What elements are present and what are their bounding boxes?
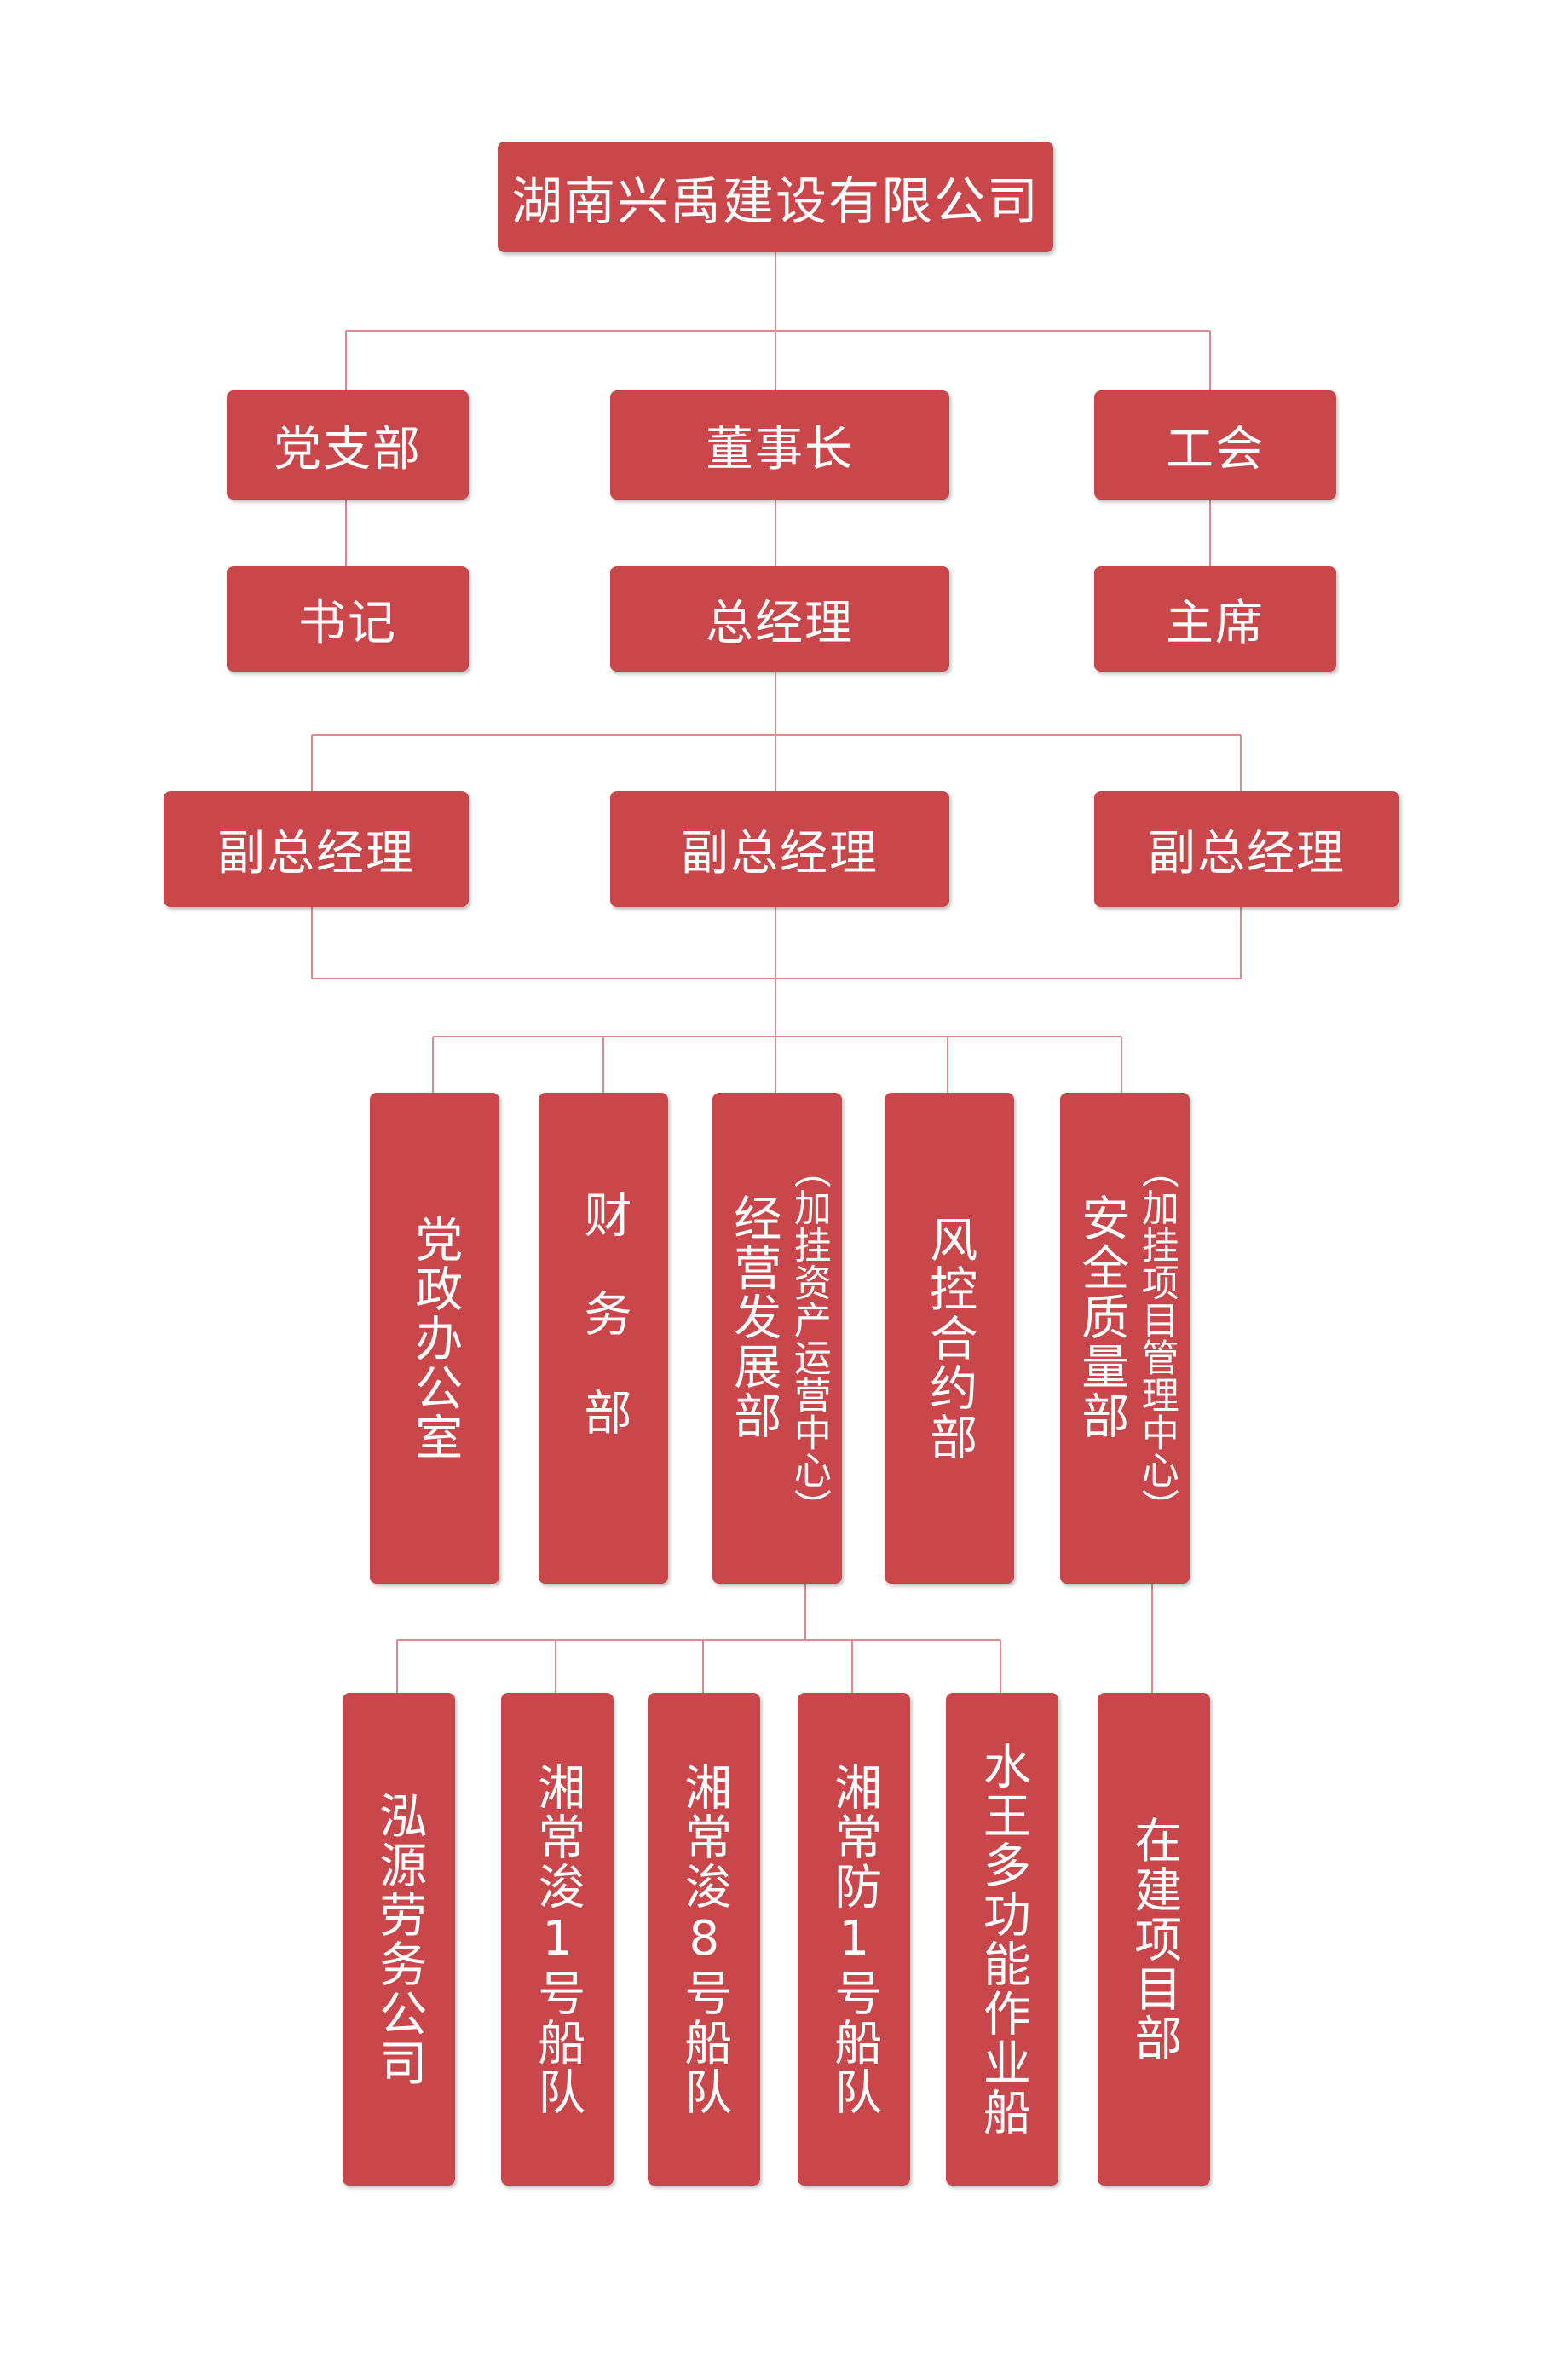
dept-party-office-node: 党政办公室 <box>370 1093 499 1584</box>
sub-multi-node: 水王多功能作业船 <box>946 1693 1058 2186</box>
dept-safety-node: （加挂项目管理中心） 安全质量部 <box>1060 1093 1190 1584</box>
dept-business-node: （加挂资产运营中心） 经营发展部 <box>712 1093 842 1584</box>
union-chair-node: 主席 <box>1094 566 1336 672</box>
company-node: 湖南兴禹建设有限公司 <box>498 142 1053 252</box>
sub-labor-node: 泓源劳务公司 <box>343 1693 455 2186</box>
dept-business-note: （加挂资产运营中心） <box>787 1151 831 1526</box>
sub-multi-label: 水王多功能作业船 <box>975 1741 1031 2137</box>
sub-projects-label: 在建项目部 <box>1126 1816 1182 2063</box>
dept-business-label: 经营发展部 <box>725 1193 781 1441</box>
deputy-gm-left-node: 副总经理 <box>164 791 469 907</box>
general-manager-node: 总经理 <box>610 566 949 672</box>
secretary-node: 书记 <box>227 566 469 672</box>
sub-dredger8-label: 湘常浚8号船队 <box>676 1762 732 2117</box>
sub-projects-node: 在建项目部 <box>1098 1693 1210 2186</box>
dept-party-office-label: 党政办公室 <box>406 1215 463 1462</box>
union-node: 工会 <box>1094 390 1336 500</box>
sub-dredger1-label: 湘常浚1号船队 <box>529 1762 585 2117</box>
sub-dredger1-node: 湘常浚1号船队 <box>501 1693 614 2186</box>
sub-defense1-label: 湘常防1号船队 <box>826 1762 882 2117</box>
party-branch-node: 党支部 <box>227 390 469 500</box>
dept-safety-note: （加挂项目管理中心） <box>1134 1151 1179 1526</box>
deputy-gm-center-node: 副总经理 <box>610 791 949 907</box>
sub-dredger8-node: 湘常浚8号船队 <box>648 1693 760 2186</box>
dept-risk-node: 风控合约部 <box>885 1093 1014 1584</box>
dept-finance-node: 财务部 <box>539 1093 668 1584</box>
dept-safety-label: 安全质量部 <box>1073 1193 1129 1441</box>
chairman-node: 董事长 <box>610 390 949 500</box>
dept-finance-label: 财务部 <box>576 1190 631 1487</box>
sub-defense1-node: 湘常防1号船队 <box>798 1693 910 2186</box>
dept-risk-label: 风控合约部 <box>921 1215 977 1462</box>
sub-labor-label: 泓源劳务公司 <box>371 1791 427 2088</box>
deputy-gm-right-node: 副总经理 <box>1094 791 1399 907</box>
